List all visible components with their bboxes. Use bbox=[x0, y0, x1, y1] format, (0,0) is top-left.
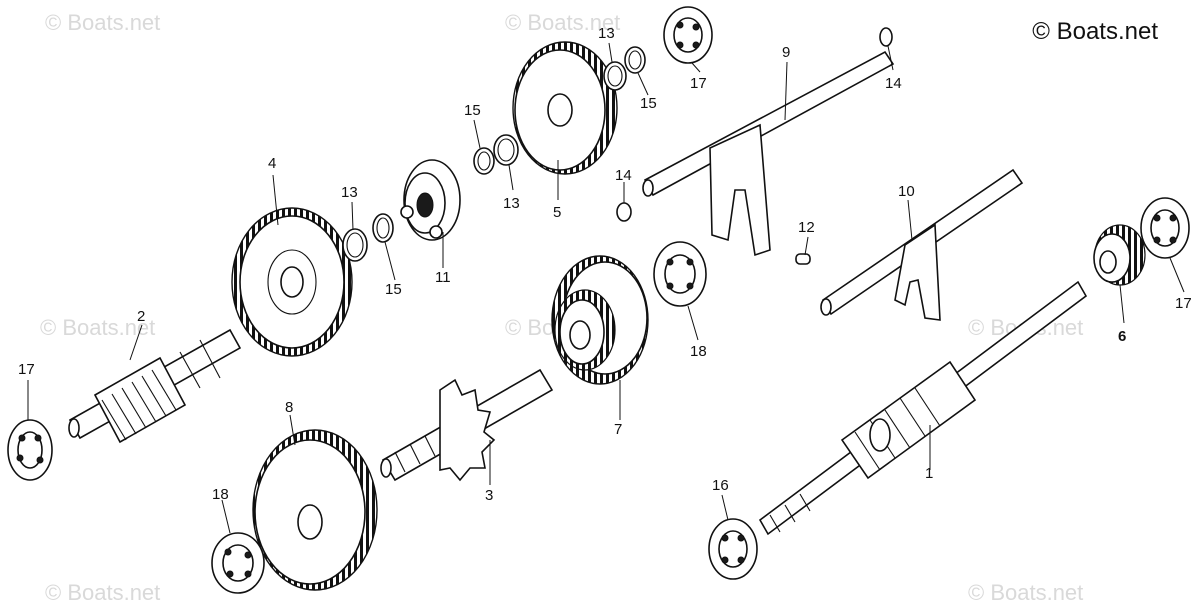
part-1-shaft bbox=[758, 280, 1088, 536]
callout-10: 10 bbox=[898, 183, 915, 200]
part-13-washer bbox=[342, 228, 368, 262]
callout-7: 7 bbox=[614, 421, 622, 438]
callout-1: 1 bbox=[925, 465, 933, 482]
callout-2: 2 bbox=[137, 308, 145, 325]
callout-12: 12 bbox=[798, 219, 815, 236]
part-12-pin bbox=[795, 253, 811, 265]
part-13-washer bbox=[493, 134, 519, 166]
part-14-clip bbox=[616, 202, 632, 222]
part-5-gear bbox=[512, 41, 618, 175]
watermark: © Boats.net bbox=[45, 10, 160, 35]
part-2-mainshaft bbox=[68, 328, 242, 444]
watermark: © Boats.net bbox=[40, 315, 155, 340]
part-17-bearing-right bbox=[1140, 197, 1190, 259]
callout-17: 17 bbox=[1175, 295, 1192, 312]
part-3-countershaft bbox=[380, 368, 554, 482]
callout-17: 17 bbox=[690, 75, 707, 92]
watermark: © Boats.net bbox=[45, 580, 160, 603]
watermark: © Boats.net bbox=[505, 10, 620, 35]
callout-14: 14 bbox=[885, 75, 902, 92]
callout-13: 13 bbox=[503, 195, 520, 212]
part-9-shift-fork-shaft bbox=[642, 50, 895, 257]
callout-5: 5 bbox=[553, 204, 561, 221]
callout-17: 17 bbox=[18, 361, 35, 378]
part-17-bearing-top bbox=[663, 6, 713, 64]
callout-15: 15 bbox=[640, 95, 657, 112]
part-6-gear bbox=[1093, 224, 1146, 286]
part-15-circlip bbox=[473, 147, 495, 175]
callout-11: 11 bbox=[435, 269, 451, 286]
callout-18: 18 bbox=[212, 486, 229, 503]
callout-15: 15 bbox=[464, 102, 481, 119]
part-7-double-gear bbox=[551, 255, 649, 385]
callout-labels: 1 2 3 4 5 6 7 8 9 10 11 12 13 13 13 14 1… bbox=[18, 25, 1192, 504]
part-11-hub bbox=[400, 159, 461, 241]
part-15-circlip bbox=[372, 213, 394, 243]
callout-3: 3 bbox=[485, 487, 493, 504]
part-18-bearing-bottom bbox=[211, 532, 265, 594]
leader-lines bbox=[27, 42, 1185, 534]
callout-4: 4 bbox=[268, 155, 276, 172]
callout-18: 18 bbox=[690, 343, 707, 360]
callout-9: 9 bbox=[782, 44, 790, 61]
copyright-notice: © Boats.net bbox=[1032, 18, 1158, 45]
callout-16: 16 bbox=[712, 477, 729, 494]
callout-6: 6 bbox=[1118, 328, 1126, 345]
callout-15: 15 bbox=[385, 281, 402, 298]
callout-13: 13 bbox=[341, 184, 358, 201]
callout-14: 14 bbox=[615, 167, 632, 184]
part-4-gear bbox=[231, 207, 353, 357]
part-17-bearing-left bbox=[7, 419, 53, 481]
part-10-shift-fork-shaft bbox=[820, 168, 1024, 321]
part-8-gear bbox=[252, 429, 378, 591]
part-14-clip bbox=[879, 27, 893, 47]
callout-8: 8 bbox=[285, 399, 293, 416]
part-18-bearing-middle bbox=[653, 241, 707, 307]
part-15-circlip bbox=[624, 46, 646, 74]
part-13-washer bbox=[603, 61, 627, 91]
part-16-bearing bbox=[708, 518, 758, 580]
callout-13: 13 bbox=[598, 25, 615, 42]
watermark: © Boats.net bbox=[968, 580, 1083, 603]
